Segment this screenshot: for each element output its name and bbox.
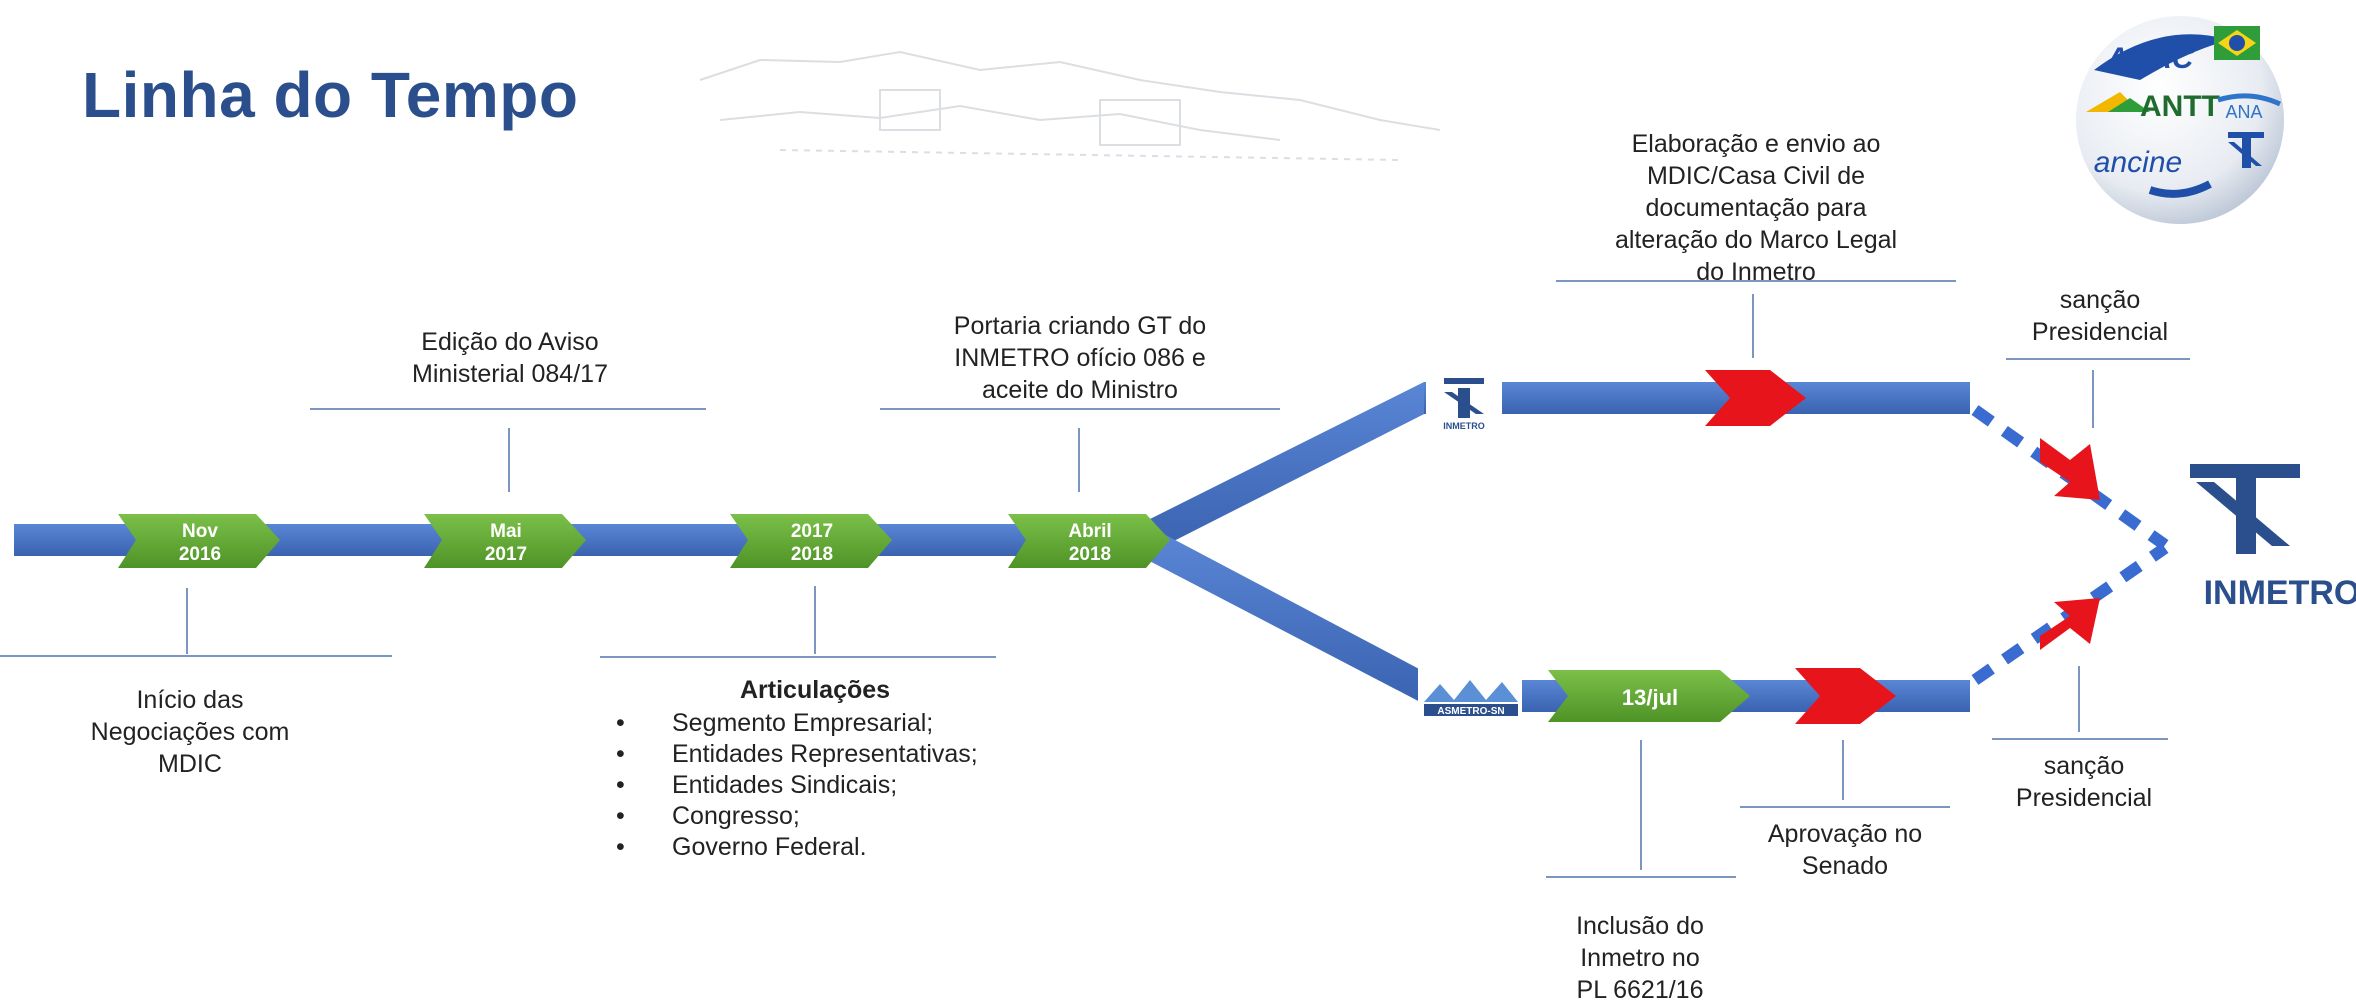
milestone-date-label: 13/jul: [1622, 685, 1678, 710]
label-edicao-aviso: Edição do Aviso Ministerial 084/17: [412, 328, 608, 388]
milestone-label-line1: Mai: [490, 521, 522, 542]
milestone-nov-2016: Nov 2016: [118, 514, 280, 568]
connector-portaria-v: [1078, 428, 1080, 492]
connector-articulacoes-v: [814, 586, 816, 654]
list-item: Entidades Sindicais;: [612, 770, 978, 801]
milestone-2017-2018: 2017 2018: [730, 514, 892, 568]
label-aprovacao-senado: Aprovação no Senado: [1767, 820, 1923, 880]
upper-branch-diagonal: [1140, 382, 1440, 548]
red-arrow-sancao-bottom: [2040, 598, 2100, 650]
asmetro-logo: ASMETRO-SN: [1418, 668, 1522, 720]
connector-edicao-h: [310, 408, 706, 410]
list-item: Entidades Representativas;: [612, 739, 978, 770]
red-arrow-upper: [1705, 370, 1806, 426]
connector-inclusao-h: [1546, 876, 1736, 878]
connector-sancao-bottom-v: [2078, 666, 2080, 732]
milestone-label-line2: 2016: [179, 544, 221, 565]
inmetro-big-text: INMETRO: [2204, 574, 2356, 612]
connector-sancao-top-v: [2092, 370, 2094, 428]
red-arrow-sancao-top: [2040, 438, 2100, 500]
connector-elaboracao-h: [1556, 280, 1956, 282]
connector-aprovacao-h: [1740, 806, 1950, 808]
milestone-label-line1: Abril: [1068, 521, 1111, 542]
connector-sancao-top-h: [2006, 358, 2190, 360]
milestone-13-jul: 13/jul: [1548, 670, 1750, 722]
label-inclusao-inmetro: Inclusão do Inmetro no PL 6621/16: [1576, 912, 1704, 1004]
globe-word-antt: ANTT: [2140, 90, 2220, 123]
lower-branch-diagonal: [1140, 532, 1440, 704]
upper-branch-bar: [1424, 382, 1970, 414]
label-sancao-top: sanção Presidencial: [2031, 286, 2169, 346]
agencies-globe-logo: ANAC ANTT ANA ancine: [2076, 16, 2284, 224]
label-sancao-bottom: sanção Presidencial: [2015, 752, 2153, 812]
inmetro-big-logo: INMETRO: [2190, 464, 2356, 612]
connector-aprovacao-v: [1842, 740, 1844, 800]
articulacoes-list: Segmento Empresarial; Entidades Represen…: [612, 708, 978, 863]
milestone-abril-2018: Abril 2018: [1008, 514, 1170, 568]
list-item: Governo Federal.: [612, 832, 978, 863]
label-elaboracao: Elaboração e envio ao MDIC/Casa Civil de…: [1614, 130, 1898, 286]
articulacoes-heading: Articulações: [740, 676, 891, 704]
connector-sancao-bottom-h: [1992, 738, 2168, 740]
list-item: Congresso;: [612, 801, 978, 832]
milestone-mai-2017: Mai 2017: [424, 514, 586, 568]
milestone-label-line1: 2017: [791, 521, 833, 542]
asmetro-text: ASMETRO-SN: [1437, 706, 1504, 717]
red-arrow-lower: [1795, 668, 1896, 724]
connector-inclusao-v: [1640, 740, 1642, 870]
inmetro-small-logo: INMETRO: [1426, 372, 1502, 432]
label-portaria: Portaria criando GT do INMETRO ofício 08…: [953, 312, 1207, 404]
milestone-label-line1: Nov: [182, 521, 218, 542]
connector-portaria-h: [880, 408, 1280, 410]
connector-edicao-v: [508, 428, 510, 492]
milestone-label-line2: 2018: [791, 544, 833, 565]
milestone-label-line2: 2018: [1069, 544, 1111, 565]
milestone-label-line2: 2017: [485, 544, 527, 565]
connector-inicio-v: [186, 588, 188, 654]
connector-elaboracao-v: [1752, 294, 1754, 358]
background-sketch: [699, 50, 1441, 161]
globe-word-anac: ANAC: [2106, 42, 2195, 75]
globe-word-ana: ANA: [2225, 102, 2262, 122]
page-title: Linha do Tempo: [82, 59, 579, 131]
connector-inicio-h: [0, 655, 392, 657]
label-inicio-negociacoes: Início das Negociações com MDIC: [90, 686, 290, 778]
list-item: Segmento Empresarial;: [612, 708, 978, 739]
inmetro-small-text: INMETRO: [1443, 421, 1485, 431]
connector-articulacoes-h: [600, 656, 996, 658]
globe-word-ancine: ancine: [2094, 146, 2182, 179]
